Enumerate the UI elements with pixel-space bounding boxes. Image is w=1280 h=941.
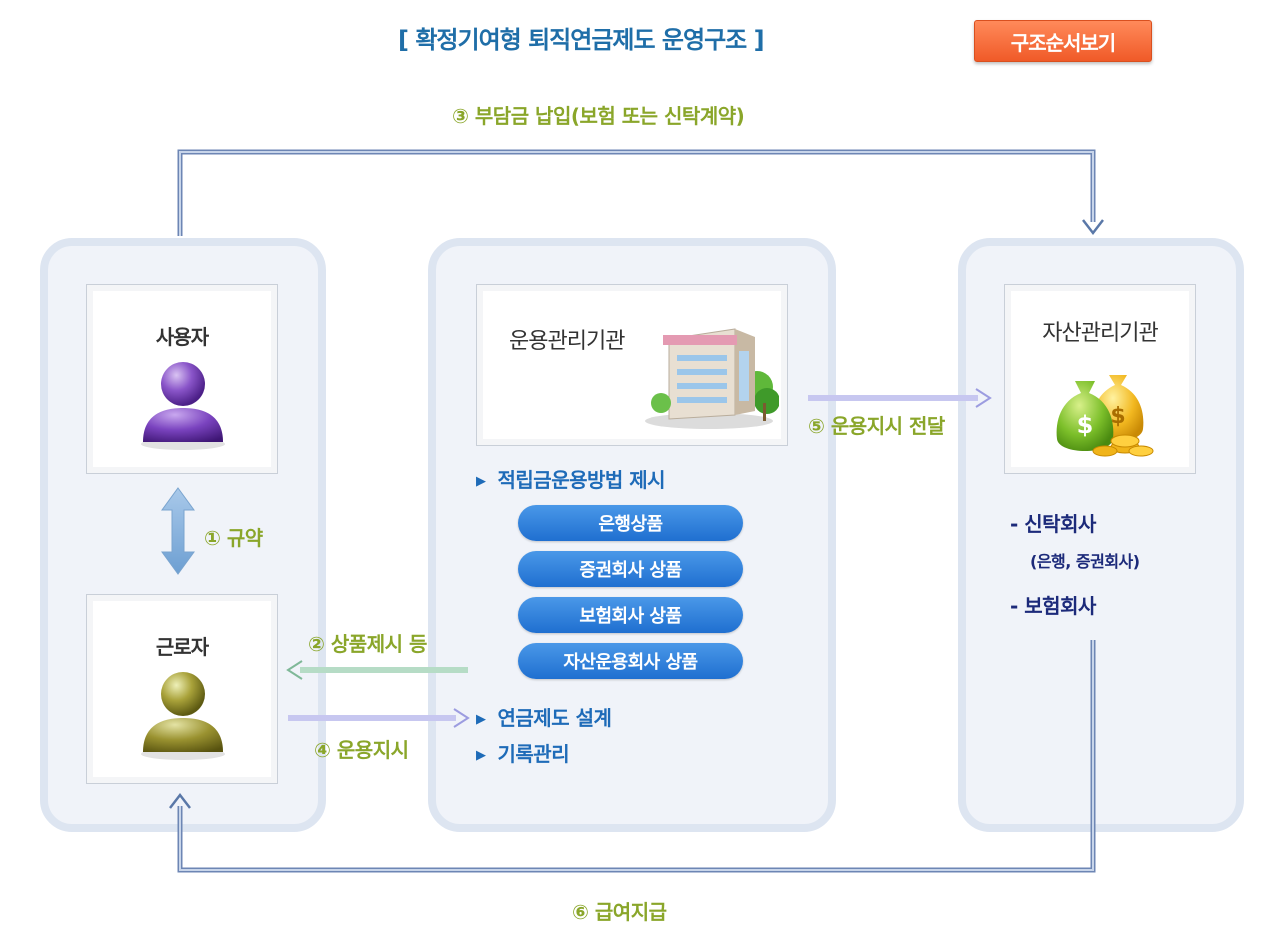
flow-3-line-inner	[179, 151, 1094, 236]
worker-label: 근로자	[155, 635, 209, 659]
bullet-text: 연금제도 설계	[497, 706, 612, 730]
flow-1-arrow	[161, 487, 195, 575]
product-asset-management[interactable]: 자산운용회사 상품	[518, 643, 743, 679]
employer-box: 사용자	[86, 284, 278, 474]
worker-person-icon	[141, 672, 225, 760]
flow-6-arrowhead	[169, 792, 191, 809]
office-building-icon	[645, 328, 779, 429]
triangle-bullet-icon: ▶	[476, 712, 486, 727]
svg-text:$: $	[1077, 411, 1094, 439]
product-bank[interactable]: 은행상품	[518, 505, 743, 541]
asset-box: 자산관리기관 $ $	[1004, 284, 1196, 474]
flow-2-label: ② 상품제시 등	[308, 632, 427, 656]
bullet-text: 적립금운용방법 제시	[497, 468, 666, 492]
product-insurance[interactable]: 보험회사 상품	[518, 597, 743, 633]
page-title: [ 확정기여형 퇴직연금제도 운영구조 ]	[398, 26, 765, 54]
flow-3-arrowhead	[1082, 219, 1104, 236]
triangle-bullet-icon: ▶	[476, 748, 486, 763]
svg-text:$: $	[1110, 404, 1125, 429]
flow-4-label: ④ 운용지시	[314, 738, 409, 762]
view-structure-order-button[interactable]: 구조순서보기	[974, 20, 1152, 62]
bullet-pension-design: ▶ 연금제도 설계	[476, 702, 612, 731]
worker-box: 근로자	[86, 594, 278, 784]
flow-5-arrowhead	[975, 388, 992, 408]
operation-box: 운용관리기관	[476, 284, 788, 446]
bullet-investment-methods: ▶ 적립금운용방법 제시	[476, 464, 666, 493]
triangle-bullet-icon: ▶	[476, 474, 486, 489]
flow-6-label: ⑥ 급여지급	[572, 900, 667, 924]
flow-3-label: ③ 부담금 납입(보험 또는 신탁계약)	[452, 104, 745, 128]
flow-3-line	[177, 149, 1096, 236]
trust-company-note: (은행, 증권회사)	[1030, 552, 1140, 571]
flow-1-label: ① 규약	[204, 526, 263, 550]
asset-title: 자산관리기관	[1042, 321, 1158, 346]
flow-5-label: ⑤ 운용지시 전달	[808, 414, 945, 438]
bullet-record-keeping: ▶ 기록관리	[476, 738, 570, 767]
insurance-company-item: - 보험회사	[1010, 594, 1096, 618]
flow-2-arrowhead	[286, 660, 303, 680]
product-securities[interactable]: 증권회사 상품	[518, 551, 743, 587]
flow-4-arrowhead	[453, 708, 470, 728]
operation-title: 운용관리기관	[509, 329, 625, 354]
employer-person-icon	[141, 362, 225, 450]
bullet-text: 기록관리	[497, 742, 570, 766]
money-bags-icon: $ $	[1056, 375, 1154, 457]
trust-company-item: - 신탁회사	[1010, 512, 1096, 536]
flow-6-line-inner	[179, 640, 1094, 871]
employer-label: 사용자	[155, 325, 209, 349]
